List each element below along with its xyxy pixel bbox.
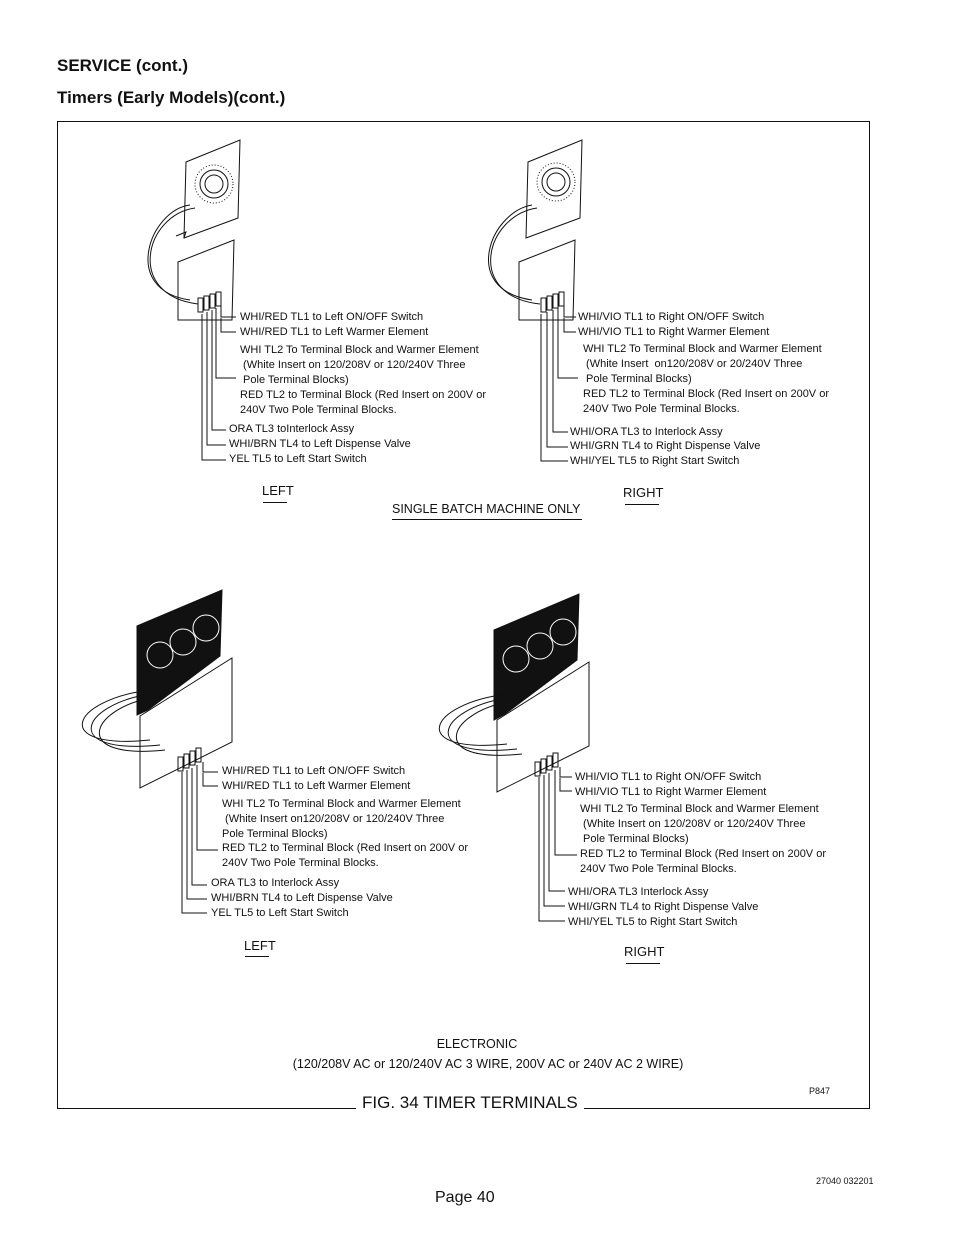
left-label: LEFT: [262, 483, 294, 498]
wire-label: WHI/GRN TL4 to Right Dispense Valve: [568, 901, 759, 913]
right-label: RIGHT: [624, 944, 665, 959]
wire-label: WHI/VIO TL1 to Right ON/OFF Switch: [575, 771, 762, 783]
underline: [392, 519, 582, 520]
subsection-heading: Timers (Early Models)(cont.): [57, 88, 286, 107]
electronic-voltage: (120/208V AC or 120/240V AC 3 WIRE, 200V…: [292, 1057, 684, 1071]
wire-label: ORA TL3 to Interlock Assy: [211, 877, 340, 889]
wire-label: (White Insert on120/208V or 20/240V Thre…: [583, 358, 803, 370]
wire-label: WHI/RED TL1 to Left Warmer Element: [240, 326, 429, 338]
wire-label: RED TL2 to Terminal Block (Red Insert on…: [222, 842, 468, 854]
figure-code: P847: [809, 1086, 831, 1096]
wire-label: (White Insert on 120/208V or 120/240V Th…: [240, 359, 466, 371]
wire-label: WHI/VIO TL1 to Right Warmer Element: [578, 326, 770, 338]
wire-label: Pole Terminal Blocks): [580, 833, 689, 845]
wire-label: WHI/YEL TL5 to Right Start Switch: [570, 455, 740, 467]
left-label: LEFT: [244, 938, 276, 953]
wire-label: WHI TL2 To Terminal Block and Warmer Ele…: [222, 798, 461, 810]
wire-label: WHI/RED TL1 to Left Warmer Element: [222, 780, 411, 792]
electronic-timer-right: [439, 593, 590, 922]
electronic-title: ELECTRONIC: [436, 1037, 518, 1051]
right-label: RIGHT: [623, 485, 664, 500]
mechanical-timer-left: [147, 139, 241, 461]
electronic-timer-left: [82, 589, 233, 914]
wire-label: WHI/RED TL1 to Left ON/OFF Switch: [222, 765, 406, 777]
section-heading: SERVICE (cont.): [57, 56, 188, 75]
underline: [245, 956, 269, 957]
wire-label: RED TL2 to Terminal Block (Red Insert on…: [580, 848, 826, 860]
wire-label: ORA TL3 toInterlock Assy: [229, 423, 355, 435]
underline: [263, 502, 287, 503]
wire-label: WHI TL2 To Terminal Block and Warmer Ele…: [240, 344, 479, 356]
doc-code: 27040 032201: [816, 1176, 874, 1186]
wire-label: WHI/RED TL1 to Left ON/OFF Switch: [240, 311, 424, 323]
wire-label: 240V Two Pole Terminal Blocks.: [583, 403, 740, 415]
wire-label: WHI TL2 To Terminal Block and Warmer Ele…: [580, 803, 819, 815]
wire-label: (White Insert on120/208V or 120/240V Thr…: [222, 813, 445, 825]
wire-label: Pole Terminal Blocks): [583, 373, 692, 385]
wire-label: WHI/BRN TL4 to Left Dispense Valve: [211, 892, 393, 904]
wire-label: WHI/BRN TL4 to Left Dispense Valve: [229, 438, 411, 450]
wire-label: WHI/GRN TL4 to Right Dispense Valve: [570, 440, 761, 452]
wire-label: YEL TL5 to Left Start Switch: [229, 453, 367, 465]
wire-label: WHI/VIO TL1 to Right Warmer Element: [575, 786, 767, 798]
wire-label: RED TL2 to Terminal Block (Red Insert on…: [583, 388, 829, 400]
wire-label: RED TL2 to Terminal Block (Red Insert on…: [240, 389, 486, 401]
wire-label: WHI/ORA TL3 to Interlock Assy: [570, 426, 723, 438]
wire-label: WHI/ORA TL3 Interlock Assy: [568, 886, 709, 898]
mechanical-timer-right: [488, 139, 583, 462]
figure-caption: FIG. 34 TIMER TERMINALS: [356, 1093, 584, 1113]
wire-label: 240V Two Pole Terminal Blocks.: [222, 857, 379, 869]
page-number: Page 40: [435, 1189, 495, 1206]
wire-label: 240V Two Pole Terminal Blocks.: [240, 404, 397, 416]
underline: [625, 504, 659, 505]
wire-label: WHI/YEL TL5 to Right Start Switch: [568, 916, 738, 928]
single-batch-note: SINGLE BATCH MACHINE ONLY: [392, 502, 581, 516]
wire-label: YEL TL5 to Left Start Switch: [211, 907, 349, 919]
wire-label: (White Insert on 120/208V or 120/240V Th…: [580, 818, 806, 830]
wire-label: WHI TL2 To Terminal Block and Warmer Ele…: [583, 343, 822, 355]
wire-label: 240V Two Pole Terminal Blocks.: [580, 863, 737, 875]
wire-label: Pole Terminal Blocks): [240, 374, 349, 386]
wire-label: WHI/VIO TL1 to Right ON/OFF Switch: [578, 311, 765, 323]
wire-label: Pole Terminal Blocks): [222, 828, 328, 840]
underline: [626, 963, 660, 964]
